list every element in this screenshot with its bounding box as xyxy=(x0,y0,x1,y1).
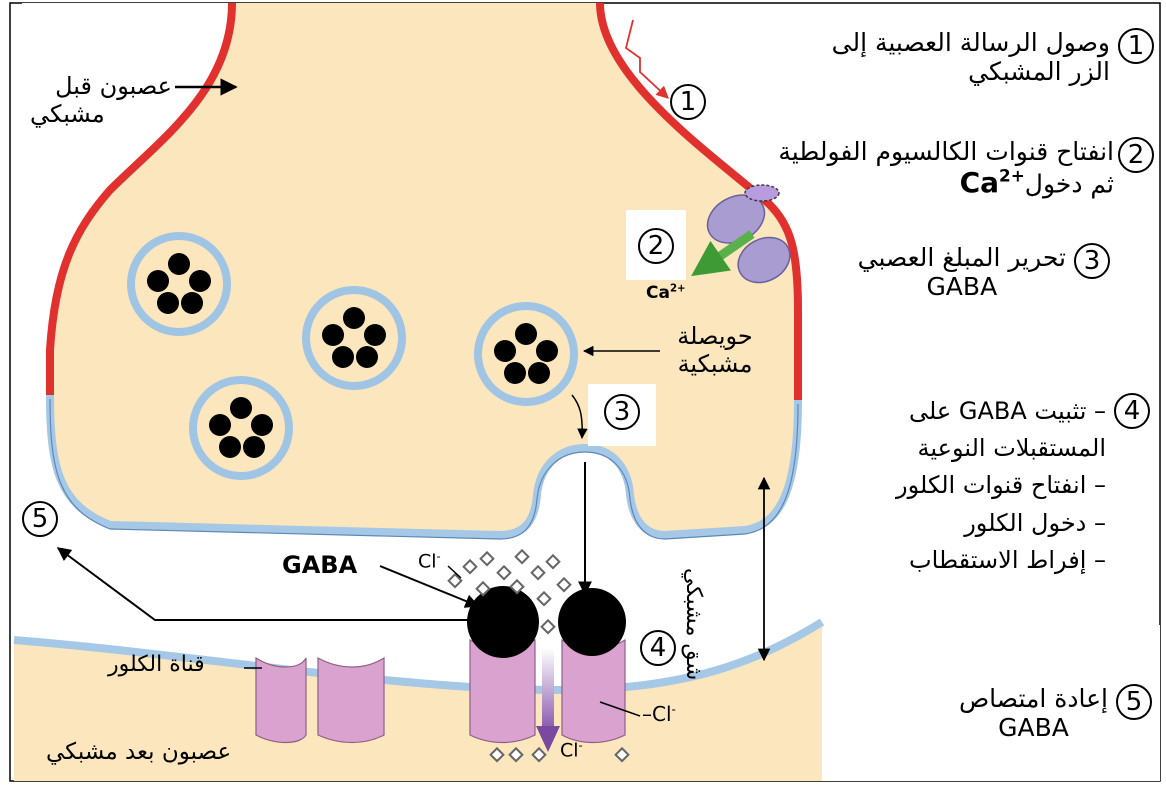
step-number: 2 xyxy=(1128,140,1145,170)
diagram-step-3: 3 xyxy=(604,394,640,430)
legend-step-2-circle: 2 xyxy=(1118,137,1154,173)
step-number: 3 xyxy=(614,397,631,427)
legend-step-4-bullet3: – إفراط الاستقطاب xyxy=(896,542,1106,579)
legend-step-4-line2: المستقبلات النوعية xyxy=(896,430,1106,467)
legend-step-2: 2 انفتاح قنوات الكالسيوم الفولطية ثم دخو… xyxy=(778,137,1154,199)
gaba-label: GABA xyxy=(282,551,357,579)
cleft-label: شق مشبكي xyxy=(681,568,706,680)
legend-step-1-line1: وصول الرسالة العصبية إلى xyxy=(832,28,1110,57)
step-number: 5 xyxy=(1126,687,1143,717)
step-number: 4 xyxy=(1124,391,1141,431)
legend-step-3-line2: GABA xyxy=(858,272,1066,301)
legend-step-3-line1: تحرير المبلغ العصبي xyxy=(858,243,1066,272)
vesicle-label: حويصلة مشبكية xyxy=(660,322,770,378)
legend-step-3-circle: 3 xyxy=(1074,243,1110,279)
cleft-text: شق مشبكي xyxy=(681,568,706,680)
cl-label-cleft: Cl- xyxy=(418,549,441,572)
diagram-step-4: 4 xyxy=(640,630,676,666)
synaptic-vesicle xyxy=(193,380,289,476)
legend-step-1-circle: 1 xyxy=(1118,28,1154,64)
vesicle-label-line2: مشبكية xyxy=(660,350,770,378)
legend-step-4: 4 – تثبيت GABA على المستقبلات النوعية – … xyxy=(896,393,1150,579)
step-number: 5 xyxy=(32,504,49,534)
legend-step-1: 1 وصول الرسالة العصبية إلى الزر المشبكي xyxy=(832,28,1154,86)
ca-ion-label: Ca2+ xyxy=(646,283,686,303)
legend-step-4-line1: – تثبيت GABA على xyxy=(896,393,1106,430)
chloride-channel xyxy=(256,658,384,743)
gaba-text: GABA xyxy=(282,551,357,579)
legend-step-5-line1: إعادة امتصاص xyxy=(959,684,1108,713)
reuptake-arrow xyxy=(58,548,478,620)
presynaptic-label-line2: مشبكي xyxy=(30,100,172,128)
legend-step-2-line2: ثم دخولCa2+ xyxy=(778,166,1114,199)
postsynaptic-label: عصبون بعد مشبكي xyxy=(46,739,231,765)
legend-step-2-prefix: ثم دخول xyxy=(1025,169,1114,198)
ca-charge: 2+ xyxy=(670,283,686,294)
cl-charge: - xyxy=(672,702,676,716)
ca-symbol: Ca xyxy=(646,283,670,303)
gaba-molecule xyxy=(467,586,539,658)
legend-step-5: 5 إعادة امتصاص GABA xyxy=(959,684,1152,742)
cl-label-receptor: –Cl- xyxy=(642,702,676,726)
diagram-step-5: 5 xyxy=(22,501,58,537)
step-number: 2 xyxy=(648,231,665,261)
cl-charge: - xyxy=(579,738,583,752)
diagram-step-1: 1 xyxy=(670,84,706,120)
chloride-channel-text: قناة الكلور xyxy=(108,652,205,677)
step-number: 1 xyxy=(680,87,697,117)
synaptic-vesicle xyxy=(131,236,227,332)
legend-step-4-bullet1: – انفتاح قنوات الكلور xyxy=(896,467,1106,504)
synaptic-vesicle xyxy=(478,306,574,402)
legend-step-4-bullet2: – دخول الكلور xyxy=(896,505,1106,542)
cl-charge: - xyxy=(437,549,441,563)
presynaptic-label-line1: عصبون قبل xyxy=(30,72,172,100)
legend-step-5-circle: 5 xyxy=(1116,684,1152,720)
step-number: 3 xyxy=(1084,246,1101,276)
gaba-molecule xyxy=(558,588,626,656)
diagram-step-2: 2 xyxy=(638,228,674,264)
legend-step-1-line2: الزر المشبكي xyxy=(832,57,1110,86)
cl-symbol: Cl xyxy=(560,739,579,761)
cl-label-bottom: Cl- xyxy=(560,738,583,761)
ca-symbol: Ca xyxy=(960,166,999,199)
postsynaptic-text: عصبون بعد مشبكي xyxy=(46,739,231,765)
cl-symbol: Cl xyxy=(652,702,672,726)
legend-step-2-line1: انفتاح قنوات الكالسيوم الفولطية xyxy=(778,137,1114,166)
cl-symbol: Cl xyxy=(418,550,437,572)
ca-charge: 2+ xyxy=(999,166,1025,186)
synaptic-vesicle xyxy=(306,290,402,386)
step-number: 1 xyxy=(1128,31,1145,61)
chloride-channel-label: قناة الكلور xyxy=(108,652,205,677)
step-number: 4 xyxy=(650,633,667,663)
presynaptic-label: عصبون قبل مشبكي xyxy=(30,72,172,128)
legend-step-3: 3 تحرير المبلغ العصبي GABA xyxy=(858,243,1110,301)
legend-step-2-ion: Ca2+ xyxy=(960,166,1025,199)
calcium-ion-blob xyxy=(745,185,779,201)
vesicle-label-line1: حويصلة xyxy=(660,322,770,350)
legend-step-5-line2: GABA xyxy=(959,713,1108,742)
legend-step-4-circle: 4 xyxy=(1114,393,1150,429)
